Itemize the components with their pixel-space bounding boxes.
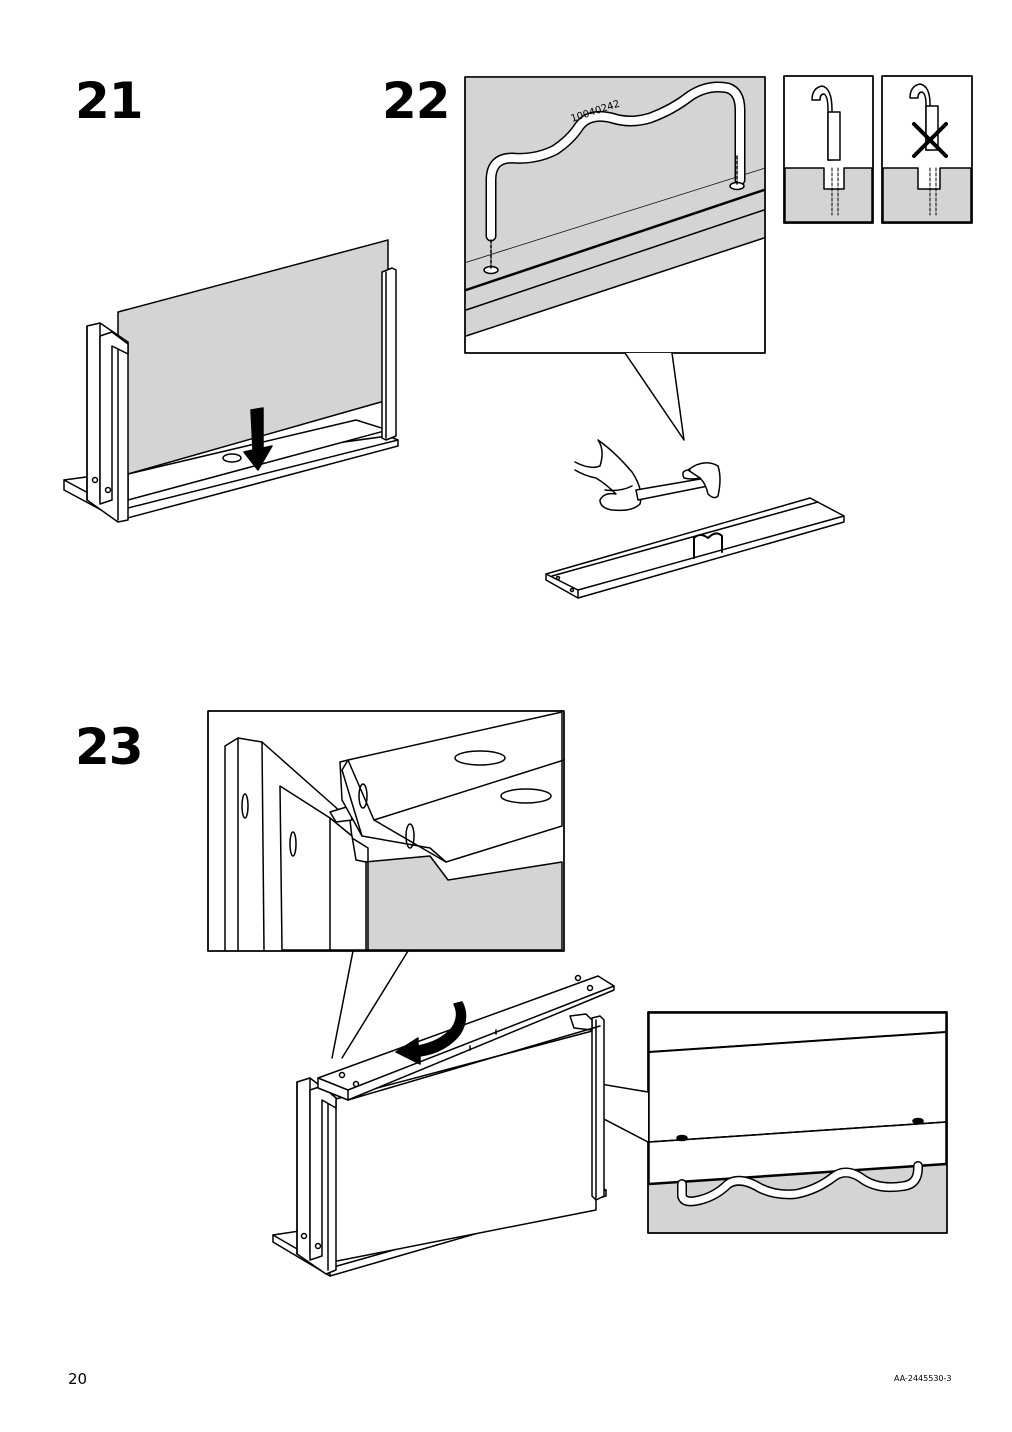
hammer-icon [636, 463, 720, 500]
hand-icon [575, 440, 641, 510]
step21-illustration [64, 240, 398, 522]
incorrect-insertion-detail [882, 76, 972, 223]
step22-detail-box [465, 77, 765, 440]
step-number-21: 21 [75, 72, 144, 130]
step23-top-detail [208, 711, 564, 1058]
correct-insertion-detail [784, 76, 873, 223]
document-code: AA-2445530-3 [894, 1374, 952, 1383]
step-number-22: 22 [382, 72, 451, 130]
step-number-23: 23 [75, 718, 144, 776]
wrong-mark-icon [914, 124, 946, 156]
down-arrow-icon [244, 408, 272, 470]
curved-arrow-icon [396, 1002, 466, 1064]
step22-plank [546, 498, 844, 598]
step23-main-illustration [273, 976, 614, 1277]
page-number: 20 [68, 1370, 88, 1388]
